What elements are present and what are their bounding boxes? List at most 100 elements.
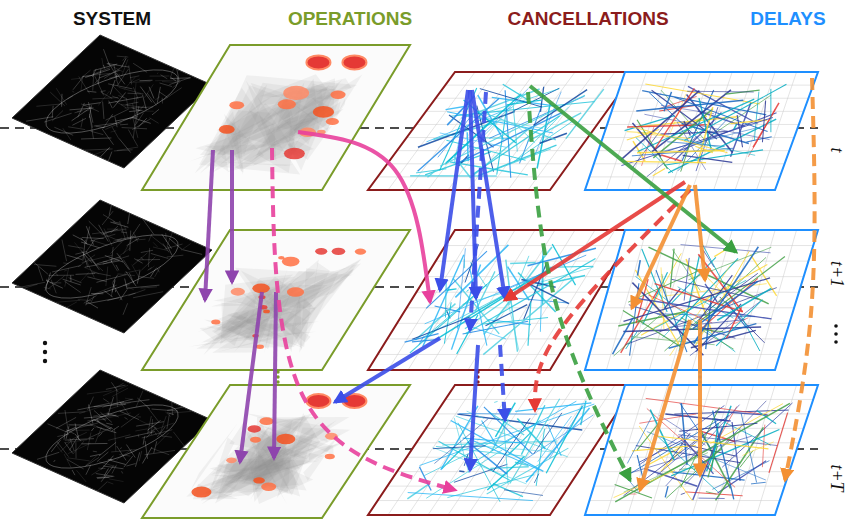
system-network [139, 80, 152, 82]
continuation-dots [834, 332, 838, 336]
canc-network [434, 418, 488, 463]
system-network [75, 423, 79, 439]
system-network [56, 88, 66, 105]
system-network [77, 470, 87, 482]
system-network [111, 131, 117, 132]
delay-network [637, 260, 640, 275]
coupling-arrows [785, 78, 815, 480]
system-network [44, 113, 71, 122]
system-network [88, 397, 94, 410]
system-network [48, 424, 68, 433]
canc-network [457, 248, 465, 328]
canc-network [436, 261, 616, 262]
system-network [112, 96, 119, 99]
system-network [160, 416, 166, 433]
delay-network [616, 98, 809, 99]
system-network [135, 429, 147, 431]
system-network [110, 226, 118, 233]
ops-network [231, 288, 245, 296]
system-network [165, 233, 167, 242]
column-heading: OPERATIONS [288, 8, 412, 30]
delay-network [762, 101, 765, 143]
ops-network [342, 55, 366, 69]
system-network [88, 102, 92, 123]
system-network [85, 69, 110, 77]
canc-network [378, 176, 558, 177]
delay-network [594, 163, 787, 164]
system-network [183, 250, 202, 255]
system-network [113, 284, 123, 301]
system-network [64, 281, 80, 292]
system-network [69, 278, 82, 283]
system-network [93, 451, 97, 453]
system-network [68, 127, 85, 130]
system-network [63, 128, 71, 140]
time-label: t+1 [825, 261, 846, 287]
system-network [165, 244, 183, 249]
canc-network [538, 416, 572, 462]
canc-network [468, 385, 555, 515]
delay-network [708, 446, 718, 477]
canc-network [451, 420, 544, 471]
delay-network [714, 72, 754, 190]
ops-network [306, 55, 330, 69]
system-network [44, 287, 51, 289]
system-network [112, 465, 117, 474]
system-network [150, 266, 155, 270]
system-network [90, 424, 96, 427]
system-network [119, 87, 141, 93]
ops-layer [142, 45, 410, 190]
system-network [81, 77, 83, 91]
system-network [87, 262, 94, 278]
canc-network [504, 490, 543, 496]
canc-network [408, 493, 533, 501]
system-network [115, 101, 127, 108]
canc-network [483, 277, 575, 355]
system-network [97, 452, 109, 462]
canc-network [446, 120, 492, 163]
system-network [99, 442, 116, 456]
delay-network [633, 127, 728, 153]
system-network [52, 106, 54, 118]
system-network [114, 150, 133, 151]
system-network [156, 433, 169, 446]
system-network [145, 441, 147, 459]
ops-network [253, 477, 265, 483]
canc-network [426, 450, 502, 498]
delay-network [613, 318, 633, 354]
delay-network [589, 354, 782, 355]
ops-network [235, 268, 352, 306]
canc-network [412, 317, 470, 340]
system-network [103, 101, 104, 118]
system-network [132, 108, 141, 111]
system-network [106, 267, 108, 286]
system-network [71, 78, 82, 79]
delay-network [661, 448, 683, 471]
system-network [63, 279, 81, 285]
continuation-dots [834, 340, 838, 344]
continuation-dots [43, 350, 47, 354]
system-network [148, 416, 152, 434]
coupling-arrows [440, 90, 468, 290]
delay-network [621, 118, 772, 166]
canc-network [448, 230, 535, 370]
system-network [90, 116, 94, 138]
system-network [96, 275, 126, 283]
delay-network [730, 120, 767, 124]
system-network [133, 119, 138, 138]
canc-network [446, 289, 456, 290]
canc-network [510, 262, 536, 263]
delay-network [666, 405, 740, 486]
coupling-arrows [205, 150, 213, 300]
system-network [108, 397, 113, 415]
system-network [108, 435, 130, 441]
system-network [72, 118, 86, 125]
system-network [133, 79, 140, 82]
system-network [157, 73, 158, 74]
system-network [58, 412, 85, 414]
system-network [97, 257, 121, 264]
canc-network [378, 385, 626, 515]
coupling-arrows [335, 338, 440, 402]
system-network [86, 456, 97, 466]
system-network [81, 70, 90, 78]
